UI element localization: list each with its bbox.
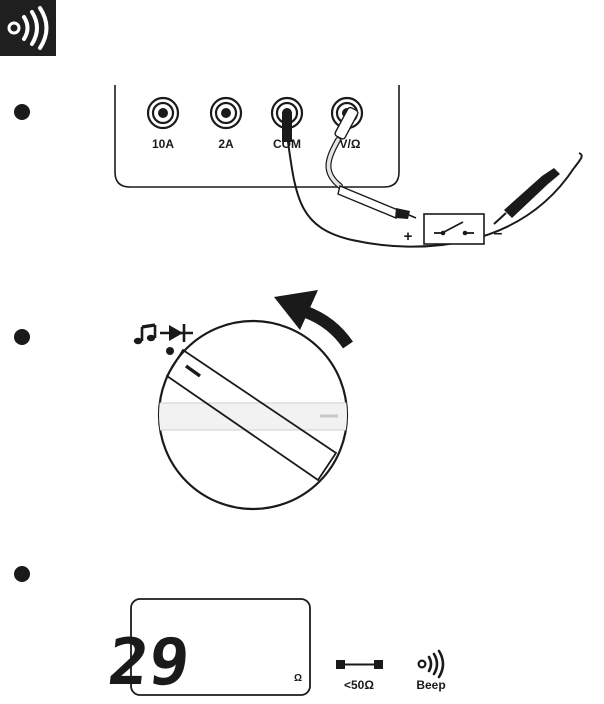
diode-icon — [160, 324, 193, 342]
jack-2a-label: 2A — [218, 137, 234, 151]
jack-10a-label: 10A — [152, 137, 174, 151]
meter-body — [114, 85, 400, 188]
lcd-display: 29 Ω — [104, 598, 311, 700]
short-circuit-icon — [336, 660, 383, 669]
switch-component: + – — [404, 213, 503, 245]
lcd-reading: 29 — [104, 625, 193, 700]
legend-short-label: <50Ω — [344, 678, 374, 692]
red-probe — [337, 185, 417, 219]
legend-beep-label: Beep — [416, 678, 445, 692]
selector-dial — [157, 319, 349, 511]
legend-beep: Beep — [416, 649, 446, 692]
rotate-counterclockwise-arrow-icon — [274, 290, 353, 349]
positive-sign: + — [404, 228, 413, 245]
step-1-number: 1 — [19, 108, 25, 119]
step-2-badge: 2 — [14, 329, 30, 345]
dial-position-dot — [166, 347, 174, 355]
step-2-number: 2 — [19, 333, 25, 344]
black-probe — [493, 168, 560, 225]
black-test-lead — [282, 112, 583, 248]
lcd-unit: Ω — [294, 673, 302, 684]
music-note-icon — [133, 323, 157, 345]
dial-horizontal-band — [159, 402, 347, 431]
step-1-badge: 1 — [14, 104, 30, 120]
jack-v-ohm-label: V/Ω — [340, 137, 361, 151]
negative-sign: – — [494, 225, 503, 242]
jack-10a: 10A — [146, 96, 180, 151]
switch-icon — [434, 221, 474, 236]
red-test-lead — [325, 106, 359, 189]
step-3-badge: 3 — [14, 566, 30, 582]
jack-com-label: COM — [273, 137, 301, 151]
dial-pointer-bar — [165, 348, 338, 482]
beep-icon — [417, 649, 445, 679]
dial-mode-icons — [133, 323, 193, 355]
step-3-number: 3 — [19, 570, 25, 581]
legend-short-circuit: <50Ω — [336, 660, 383, 692]
jack-2a: 2A — [209, 96, 243, 151]
continuity-beep-icon — [0, 0, 56, 56]
